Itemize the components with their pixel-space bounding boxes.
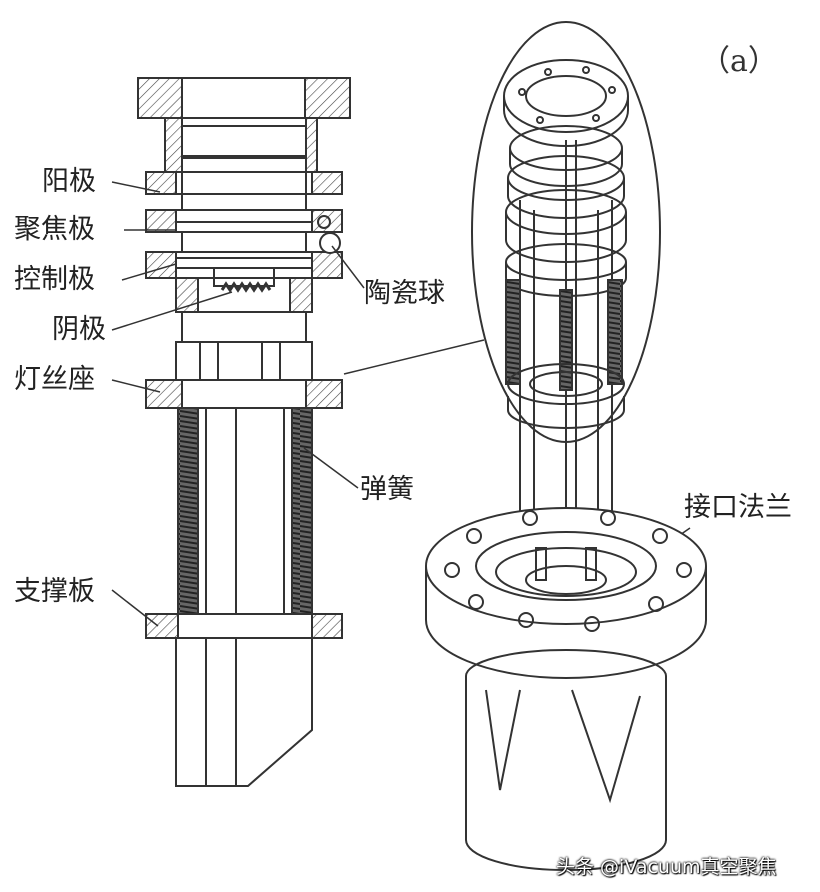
label-focus-electrode: 聚焦极 (14, 214, 95, 245)
label-interface-flange: 接口法兰 (684, 492, 792, 523)
label-spring: 弹簧 (360, 474, 414, 505)
label-filament-seat: 灯丝座 (14, 364, 95, 395)
isometric-view (425, 21, 707, 871)
label-cathode: 阴极 (52, 314, 106, 345)
label-ceramic-ball: 陶瓷球 (364, 278, 445, 309)
label-anode: 阳极 (42, 166, 96, 197)
watermark: 头条 @iVacuum真空聚焦 (556, 856, 777, 878)
cross-section-view (137, 77, 351, 787)
label-support-plate: 支撑板 (14, 576, 95, 607)
panel-label: （a） (700, 44, 778, 79)
label-control-electrode: 控制极 (14, 264, 95, 295)
